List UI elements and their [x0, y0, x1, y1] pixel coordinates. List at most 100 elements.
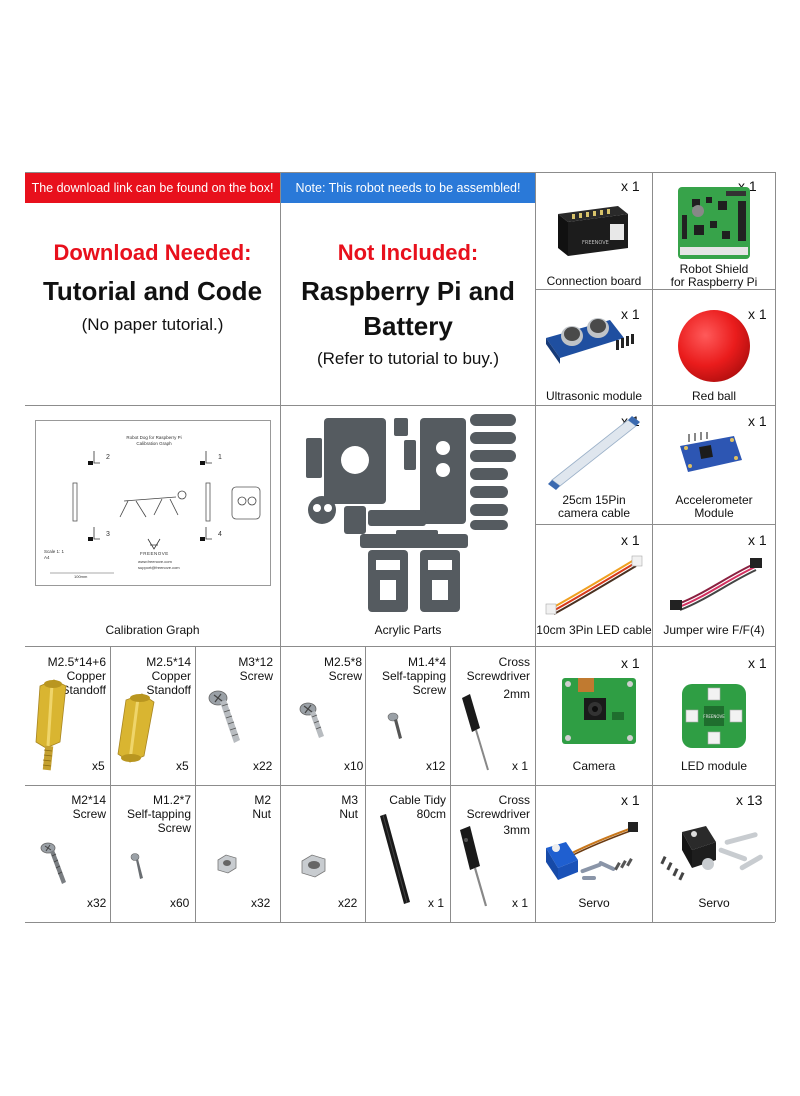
servo-black-image — [660, 826, 763, 881]
nut-icon — [301, 854, 326, 878]
hardware-label-line: M2 — [254, 793, 271, 807]
grid-line-v4 — [775, 172, 776, 922]
not-included-title-line1: Raspberry Pi and — [301, 276, 515, 306]
download-title: Tutorial and Code — [42, 276, 263, 306]
screw-icon — [299, 702, 324, 738]
led-module-image: FREENOVE — [682, 684, 746, 748]
download-note: (No paper tutorial.) — [81, 315, 224, 334]
hardware-qty: x22 — [253, 759, 273, 773]
jumper-wire-qty: x 1 — [748, 532, 767, 548]
led-cable-image — [545, 555, 643, 615]
connection-board-image: FREENOVE — [558, 206, 628, 256]
hardware-label-line: 80cm — [416, 807, 446, 821]
hardware-label-line: Screwdriver — [466, 669, 530, 683]
hardware-label-line: Standoff — [146, 683, 191, 697]
led-module-label: LED module — [680, 759, 748, 773]
robot-shield-label-line2: for Raspberry Pi — [670, 275, 758, 289]
accelerometer-image — [680, 432, 742, 472]
hardware-qty: x32 — [251, 896, 271, 910]
hardware-label-line: Copper — [66, 669, 106, 683]
calibration-website: www.freenove.com — [138, 559, 172, 564]
hardware-label-line: M1.2*7 — [152, 793, 191, 807]
hardware-qty: x32 — [87, 896, 107, 910]
screwdriver-icon — [460, 826, 488, 907]
hardware-qty: x 1 — [428, 896, 445, 910]
svg-text:FREENOVE: FREENOVE — [703, 714, 725, 719]
acrylic-parts-label: Acrylic Parts — [374, 623, 442, 637]
grid-line-hw4 — [450, 646, 451, 922]
led-module-qty: x 1 — [748, 655, 767, 671]
download-heading: Download Needed: — [53, 240, 252, 265]
hardware-label-line: Cross — [498, 793, 530, 807]
servo-black-qty: x 13 — [736, 792, 763, 808]
calibration-mark-4: 4 — [218, 531, 222, 538]
hardware-label-line: M2.5*14 — [146, 655, 191, 669]
hardware-qty: x5 — [92, 759, 105, 773]
hardware-label-line: Standoff — [61, 683, 106, 697]
hardware-label-line: Copper — [151, 669, 191, 683]
led-cable-qty: x 1 — [621, 532, 640, 548]
grid-line-h3 — [535, 524, 775, 525]
hardware-qty: x60 — [170, 896, 190, 910]
hardware-label-line: Screwdriver — [466, 807, 530, 821]
connection-board-qty: x 1 — [621, 178, 640, 194]
hardware-label-line: M2.5*14+6 — [47, 655, 106, 669]
grid-line-h4 — [25, 646, 775, 647]
servo-blue-qty: x 1 — [621, 792, 640, 808]
calibration-ruler: 100mm — [74, 574, 88, 579]
assemble-note-banner: Note: This robot needs to be assembled! — [281, 173, 535, 203]
calibration-mark-3: 3 — [106, 531, 110, 538]
led-cable-label: 10cm 3Pin LED cable — [536, 623, 652, 637]
screwdriver-icon — [462, 694, 489, 771]
servo-blue-label: Servo — [578, 896, 610, 910]
camera-cable-image — [548, 416, 640, 490]
hardware-label-line: Screw — [328, 669, 362, 683]
hardware-label-line: Screw — [412, 683, 446, 697]
camera-cable-label-line1: 25cm 15Pin — [562, 493, 626, 507]
hardware-qty: x12 — [426, 759, 446, 773]
not-included-note: (Refer to tutorial to buy.) — [316, 349, 500, 368]
screw-icon — [208, 690, 240, 743]
accelerometer-label-line2: Module — [694, 506, 734, 520]
hardware-label-line: M1.4*4 — [407, 655, 446, 669]
svg-text:FREENOVE: FREENOVE — [582, 240, 609, 246]
grid-line-h5 — [25, 785, 775, 786]
small-screw-icon — [387, 712, 402, 739]
connection-board-label: Connection board — [546, 274, 642, 288]
hardware-label-line: M3*12 — [238, 655, 273, 669]
robot-shield-image — [678, 187, 750, 259]
acrylic-parts-image — [306, 414, 516, 612]
accelerometer-qty: x 1 — [748, 413, 767, 429]
grid-line-v3 — [652, 172, 653, 922]
hardware-qty: x 1 — [512, 759, 529, 773]
hardware-qty: x 1 — [512, 896, 529, 910]
hardware-label-line: Nut — [339, 807, 358, 821]
hardware-label-line: M2.5*8 — [323, 655, 362, 669]
brass-standoff-icon — [35, 679, 67, 771]
hardware-qty: x5 — [176, 759, 189, 773]
calibration-mark-2: 2 — [106, 454, 110, 461]
hardware-qty: x22 — [338, 896, 358, 910]
brass-standoff-icon — [117, 693, 155, 763]
camera-image — [562, 678, 636, 744]
accelerometer-label-line1: Accelerometer — [675, 493, 753, 507]
hardware-qty: x10 — [344, 759, 364, 773]
red-ball-label: Red ball — [691, 389, 737, 403]
hardware-label-line: Screw — [157, 821, 191, 835]
hardware-label-line: 3mm — [503, 823, 530, 837]
hardware-label-line: 2mm — [503, 687, 530, 701]
grid-line-h2 — [25, 405, 775, 406]
grid-line-hw1 — [110, 646, 111, 922]
hardware-label-line: Self-tapping — [126, 807, 191, 821]
grid-line-h1 — [535, 289, 775, 290]
calibration-paper: A4 — [44, 555, 50, 560]
grid-line-v2 — [535, 172, 536, 922]
jumper-wire-image — [670, 558, 762, 611]
calibration-graph-image: Robot Dog for Raspberry Pi Calibration G… — [35, 420, 271, 586]
grid-line-top — [25, 172, 775, 173]
ultrasonic-label: Ultrasonic module — [545, 389, 643, 403]
calibration-mark-1: 1 — [218, 454, 222, 461]
small-screw-icon — [130, 853, 143, 879]
calibration-graph-label: Calibration Graph — [105, 623, 200, 637]
not-included-title-line2: Battery — [363, 311, 453, 341]
